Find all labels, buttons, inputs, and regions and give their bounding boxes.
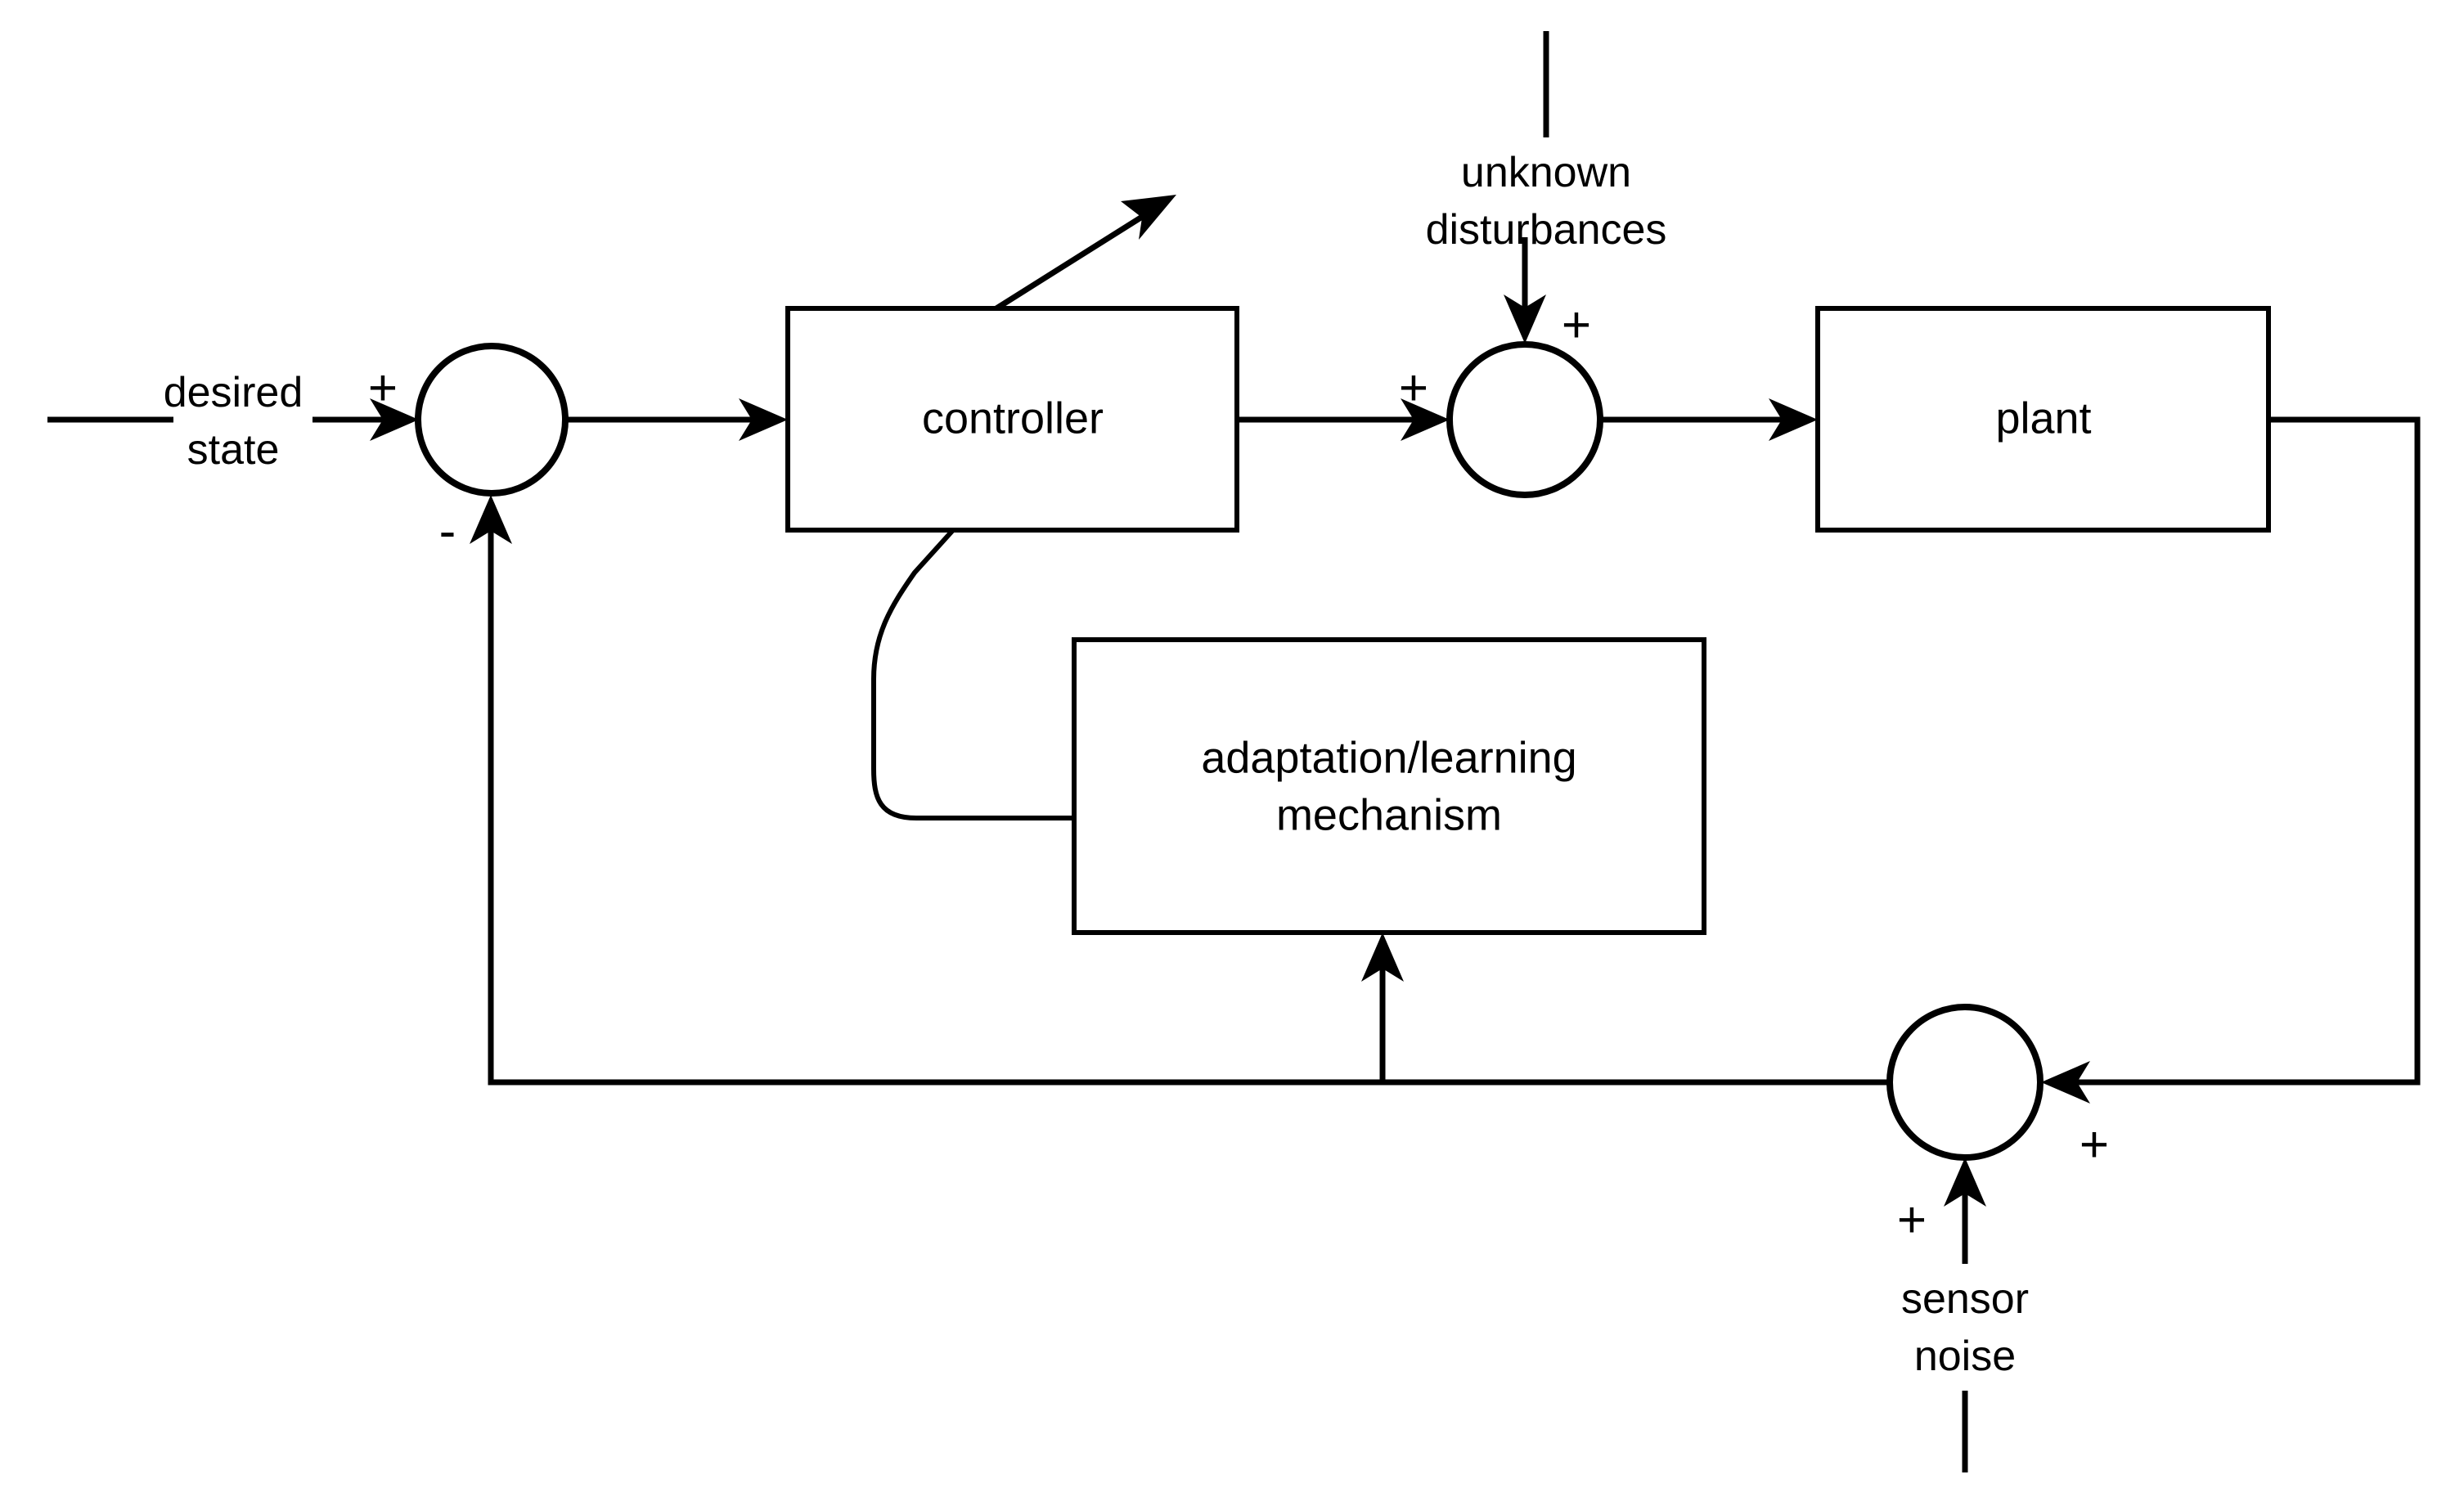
sign-disturbance-junction-plus-left: + bbox=[1399, 360, 1428, 416]
arrowhead-disturbance-into-junction bbox=[1504, 294, 1546, 344]
block-label-controller: controller bbox=[922, 393, 1104, 443]
block-label-plant: plant bbox=[1995, 393, 2091, 443]
summing-junction-error[interactable] bbox=[415, 343, 569, 497]
block-controller[interactable] bbox=[785, 306, 1239, 533]
summing-junction-sensor[interactable] bbox=[1886, 1004, 2044, 1161]
arrowhead-into-error-junction bbox=[370, 398, 419, 441]
arrowhead-controller-diagonal-output bbox=[1121, 195, 1176, 240]
wire-adaptation-to-controller bbox=[871, 528, 1074, 820]
arrowhead-into-plant bbox=[1769, 398, 1818, 441]
signal-label-sensor-noise-line1: sensor bbox=[1901, 1275, 2029, 1323]
signal-label-desired-state-line1: desired bbox=[164, 369, 304, 416]
arrowhead-into-adaptation-block bbox=[1361, 933, 1404, 982]
signal-label-unknown-disturbances-line2: disturbances bbox=[1426, 206, 1667, 254]
arrowhead-into-disturbance-junction bbox=[1401, 398, 1450, 441]
block-label-adaptation-line2: mechanism bbox=[1276, 790, 1502, 839]
signal-label-unknown-disturbances-line1: unknown bbox=[1461, 149, 1631, 196]
block-plant[interactable] bbox=[1815, 306, 2271, 533]
signal-label-sensor-noise-line2: noise bbox=[1914, 1333, 2016, 1380]
wire-feedback-rail bbox=[488, 515, 1890, 1086]
sign-sensor-junction-plus-bottom: + bbox=[1897, 1192, 1927, 1248]
arrowhead-sensor-noise-into-junction bbox=[1944, 1158, 1986, 1207]
wire-controller-diagonal-output bbox=[995, 206, 1157, 311]
sign-disturbance-junction-plus-top: + bbox=[1562, 297, 1591, 353]
signal-label-desired-state-line2: state bbox=[187, 426, 280, 474]
summing-junction-disturbance[interactable] bbox=[1446, 341, 1603, 498]
sign-error-junction-minus: - bbox=[439, 503, 456, 560]
arrowhead-feedback-into-error-junction bbox=[470, 495, 512, 544]
wire-plant-output-feedback bbox=[2062, 416, 2421, 1086]
sign-sensor-junction-plus-right: + bbox=[2080, 1117, 2109, 1173]
sign-error-junction-plus: + bbox=[368, 360, 398, 416]
block-label-adaptation-line1: adaptation/learning bbox=[1201, 733, 1576, 782]
arrowhead-into-controller bbox=[739, 398, 788, 441]
arrowhead-into-sensor-junction-right bbox=[2041, 1061, 2090, 1104]
block-adaptation-learning-mechanism[interactable] bbox=[1072, 637, 1706, 935]
